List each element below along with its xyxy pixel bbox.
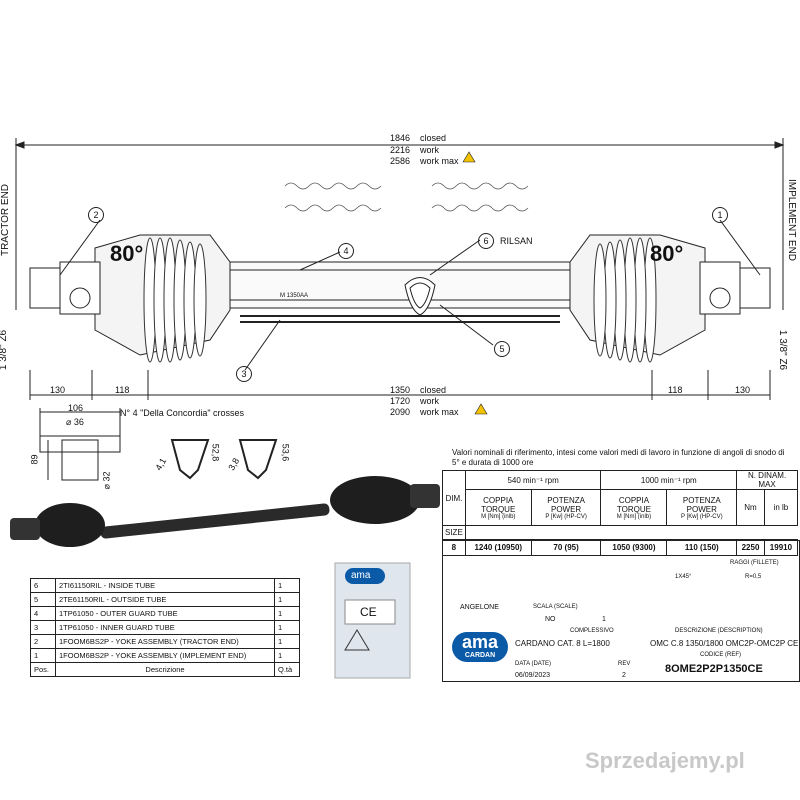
data-label: DATA (DATE) (515, 661, 551, 667)
workmax-length: 2090 (390, 407, 411, 417)
rpm1000-header: 1000 min⁻¹ rpm (600, 470, 738, 490)
rev-value: 2 (622, 672, 626, 679)
closed-label: closed (420, 385, 447, 395)
seg-right-end: 130 (735, 385, 751, 395)
sticker-brand: ama (351, 570, 371, 581)
raggi-value: R=0,5 (745, 574, 762, 580)
codice-label: CODICE (REF) (700, 652, 741, 658)
shaft-photo (10, 476, 440, 547)
parts-cell-pos: 1 (30, 648, 56, 663)
callout-6: 6 (478, 233, 494, 249)
angle-value: 1X45° (675, 574, 692, 580)
parts-cell-pos: 4 (30, 606, 56, 621)
spline-right-label: 1 3/8" Z6 (777, 329, 789, 371)
overall-workmax-label: work max (420, 156, 459, 166)
designer: ANGELONE (460, 604, 499, 611)
descr-label: DESCRIZIONE (DESCRIPTION) (675, 628, 763, 634)
cross-dia-top: ⌀ 36 (66, 417, 84, 427)
parts-cell-qty: 1 (274, 648, 300, 663)
parts-cell-pos: 6 (30, 578, 56, 593)
sheet-number: 1 (602, 616, 606, 623)
sticker-ce: CE (360, 605, 377, 619)
parts-cell-qty: 1 (274, 634, 300, 649)
parts-header: Pos. Descrizione Q.tà (30, 662, 300, 677)
cross-height: 89 (29, 454, 40, 465)
callout-3: 3 (236, 366, 252, 382)
dim-header: DIM. (442, 470, 466, 526)
size-header: SIZE (442, 525, 466, 540)
tractor-end-label: TRACTOR END (0, 183, 12, 257)
callout-4: 4 (338, 243, 354, 259)
parts-cell-desc: 2TI61150RIL - INSIDE TUBE (55, 578, 275, 593)
inlb-header: in lb (763, 489, 799, 526)
rilsan-label: RILSAN (500, 236, 533, 246)
seg-left-end: 130 (50, 385, 66, 395)
spec-intro: Valori nominali di riferimento, intesi c… (452, 448, 785, 467)
seg-right-inner: 118 (668, 385, 683, 395)
parts-cell-qty: 1 (274, 578, 300, 593)
parts-cell-pos: 2 (30, 634, 56, 649)
cross-dia-bottom: ⌀ 32 (101, 471, 112, 490)
callout-2: 2 (88, 207, 104, 223)
scala-value: NO (545, 616, 556, 623)
profile-height-2: 53,6 (280, 443, 291, 462)
work-label: work (420, 396, 440, 406)
callout-5: 5 (494, 341, 510, 357)
parts-cell-desc: 2TE61150RIL - OUTSIDE TUBE (55, 592, 275, 607)
drawing-code: 8OME2P2P1350CE (665, 663, 763, 675)
parts-cell-desc: 1FOOM6BS2P - YOKE ASSEMBLY (IMPLEMENT EN… (55, 648, 275, 663)
parts-cell-desc: 1TP61050 - INNER GUARD TUBE (55, 620, 275, 635)
overall-work-value: 2216 (390, 145, 411, 155)
seg-left-inner: 118 (115, 385, 130, 395)
complessivo: COMPLESSIVO (570, 628, 614, 634)
parts-cell-qty: 1 (274, 606, 300, 621)
raggi-label: RAGGI (FILLETE) (730, 560, 779, 566)
parts-cell-desc: 1TP61050 - OUTER GUARD TUBE (55, 606, 275, 621)
watermark: Sprzedajemy.pl (585, 748, 745, 773)
overall-work-label: work (420, 145, 440, 155)
rev-label: REV (618, 661, 631, 667)
angle-left: 80° (110, 241, 144, 266)
crosses-label: N° 4 "Della Concordia" crosses (120, 408, 245, 418)
nm-header: Nm (736, 489, 765, 526)
parts-cell-pos: 5 (30, 592, 56, 607)
tube-marking: M 1350AA (280, 293, 309, 299)
cross-width: 106 (68, 403, 84, 413)
implement-end-label: IMPLEMENT END (786, 178, 798, 262)
callout-1: 1 (712, 207, 728, 223)
parts-cell-qty: 1 (274, 592, 300, 607)
overall-length: 1846 (390, 133, 411, 143)
workmax-label: work max (420, 407, 459, 417)
drawing-description: OMC C.8 1350/1800 OMC2P-OMC2P CE (650, 639, 799, 648)
angle-right: 80° (650, 241, 684, 266)
work-length: 1720 (390, 396, 411, 406)
overall-closed-label: closed (420, 133, 447, 143)
date-value: 06/09/2023 (515, 672, 551, 679)
overall-workmax-value: 2586 (390, 156, 411, 166)
dinam-header: N. DINAM. MAX (736, 470, 798, 490)
scala-label: SCALA (SCALE) (533, 604, 578, 610)
rpm540-header: 540 min⁻¹ rpm (464, 470, 602, 490)
drawing-title: CARDANO CAT. 8 L=1800 (515, 639, 610, 648)
spline-left-label: 1 3/8" Z6 (0, 329, 10, 370)
profile-height-1: 52,8 (210, 443, 221, 462)
parts-cell-desc: 1FOOM6BS2P - YOKE ASSEMBLY (TRACTOR END) (55, 634, 275, 649)
closed-length: 1350 (390, 385, 411, 395)
ama-logo: ama CARDAN (452, 632, 508, 662)
parts-cell-qty: 1 (274, 620, 300, 635)
parts-cell-pos: 3 (30, 620, 56, 635)
